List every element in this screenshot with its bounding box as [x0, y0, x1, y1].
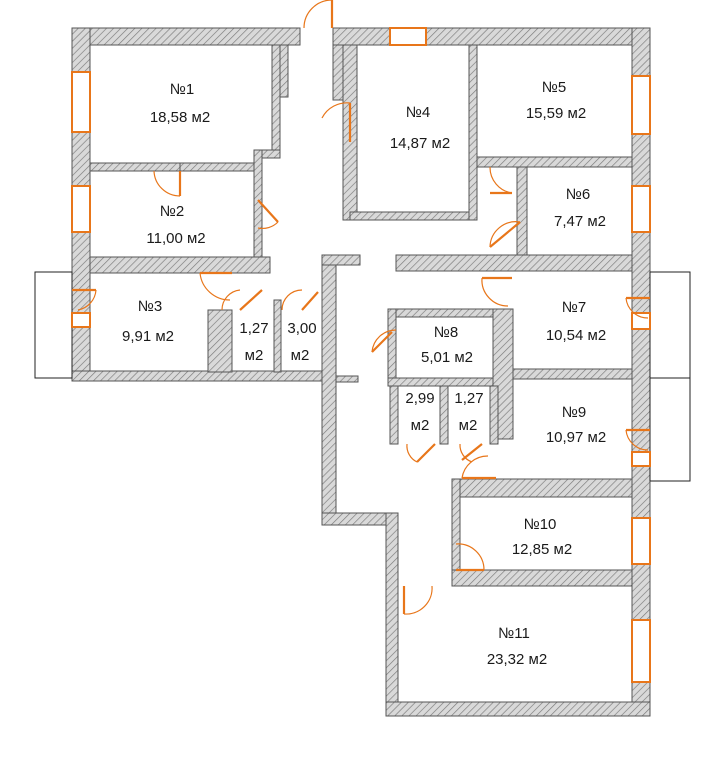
door-room9 [461, 455, 496, 480]
room-4-number: №4 [406, 104, 430, 121]
door-small2 [281, 289, 319, 311]
small-room-3-value: 2,99 [405, 390, 434, 407]
door-room7-balcony [625, 296, 650, 319]
small-room-2-unit: м2 [291, 347, 310, 364]
room-9-area: 10,97 м2 [546, 429, 606, 446]
room-3-area: 9,91 м2 [122, 328, 174, 345]
room-9-number: №9 [562, 404, 586, 421]
window-room1 [71, 71, 91, 133]
small-room-1-value: 1,27 [239, 320, 268, 337]
window-top [389, 27, 427, 46]
room-3-number: №3 [138, 298, 162, 315]
door-room5 [489, 166, 513, 195]
room-7-area: 10,54 м2 [546, 327, 606, 344]
room-11-number: №11 [498, 625, 530, 642]
window-room5 [631, 75, 651, 135]
small-room-1-unit: м2 [245, 347, 264, 364]
small-room-4-value: 1,27 [454, 390, 483, 407]
room-8-number: №8 [434, 324, 458, 341]
door-room2 [257, 199, 279, 230]
window-room7 [631, 312, 651, 330]
balcony-right-lower [649, 377, 691, 482]
room-8-area: 5,01 м2 [421, 349, 473, 366]
window-room3 [71, 312, 91, 328]
door-room4 [321, 102, 352, 142]
room-6-number: №6 [566, 186, 590, 203]
room-6-area: 7,47 м2 [554, 213, 606, 230]
doors [72, 0, 650, 615]
door-small1 [221, 289, 263, 311]
window-room2 [71, 185, 91, 233]
door-small4 [459, 443, 483, 463]
door-room10 [455, 543, 485, 572]
door-entrance [303, 0, 334, 29]
door-room6 [489, 221, 521, 248]
room-2-area: 11,00 м2 [146, 230, 205, 247]
room-1-area: 18,58 м2 [150, 109, 210, 126]
door-room11 [402, 585, 433, 615]
balcony-right-upper [649, 271, 691, 379]
room-10-area: 12,85 м2 [512, 541, 572, 558]
room-2-number: №2 [160, 203, 184, 220]
window-room10 [631, 517, 651, 565]
small-room-2-value: 3,00 [287, 320, 316, 337]
door-room3-balcony [72, 288, 97, 311]
room-labels: №1 18,58 м2 №2 11,00 м2 №3 9,91 м2 №4 14… [122, 79, 606, 668]
room-1-number: №1 [170, 81, 194, 98]
window-room6 [631, 185, 651, 233]
room-5-area: 15,59 м2 [526, 105, 586, 122]
window-room9 [631, 451, 651, 467]
door-room7 [481, 276, 512, 307]
door-room9-balcony [625, 428, 650, 451]
door-room1-2 [153, 170, 182, 197]
room-10-number: №10 [524, 516, 557, 533]
balcony-left [34, 271, 73, 379]
small-room-3-unit: м2 [411, 417, 430, 434]
door-room8 [371, 329, 397, 353]
small-room-4-unit: м2 [459, 417, 478, 434]
room-4-area: 14,87 м2 [390, 135, 450, 152]
room-7-number: №7 [562, 299, 586, 316]
door-room3 [199, 271, 232, 301]
room-11-area: 23,32 м2 [487, 651, 547, 668]
walls [71, 27, 651, 717]
window-room11 [631, 619, 651, 683]
windows [71, 27, 651, 683]
room-5-number: №5 [542, 79, 566, 96]
door-small3 [406, 443, 436, 463]
